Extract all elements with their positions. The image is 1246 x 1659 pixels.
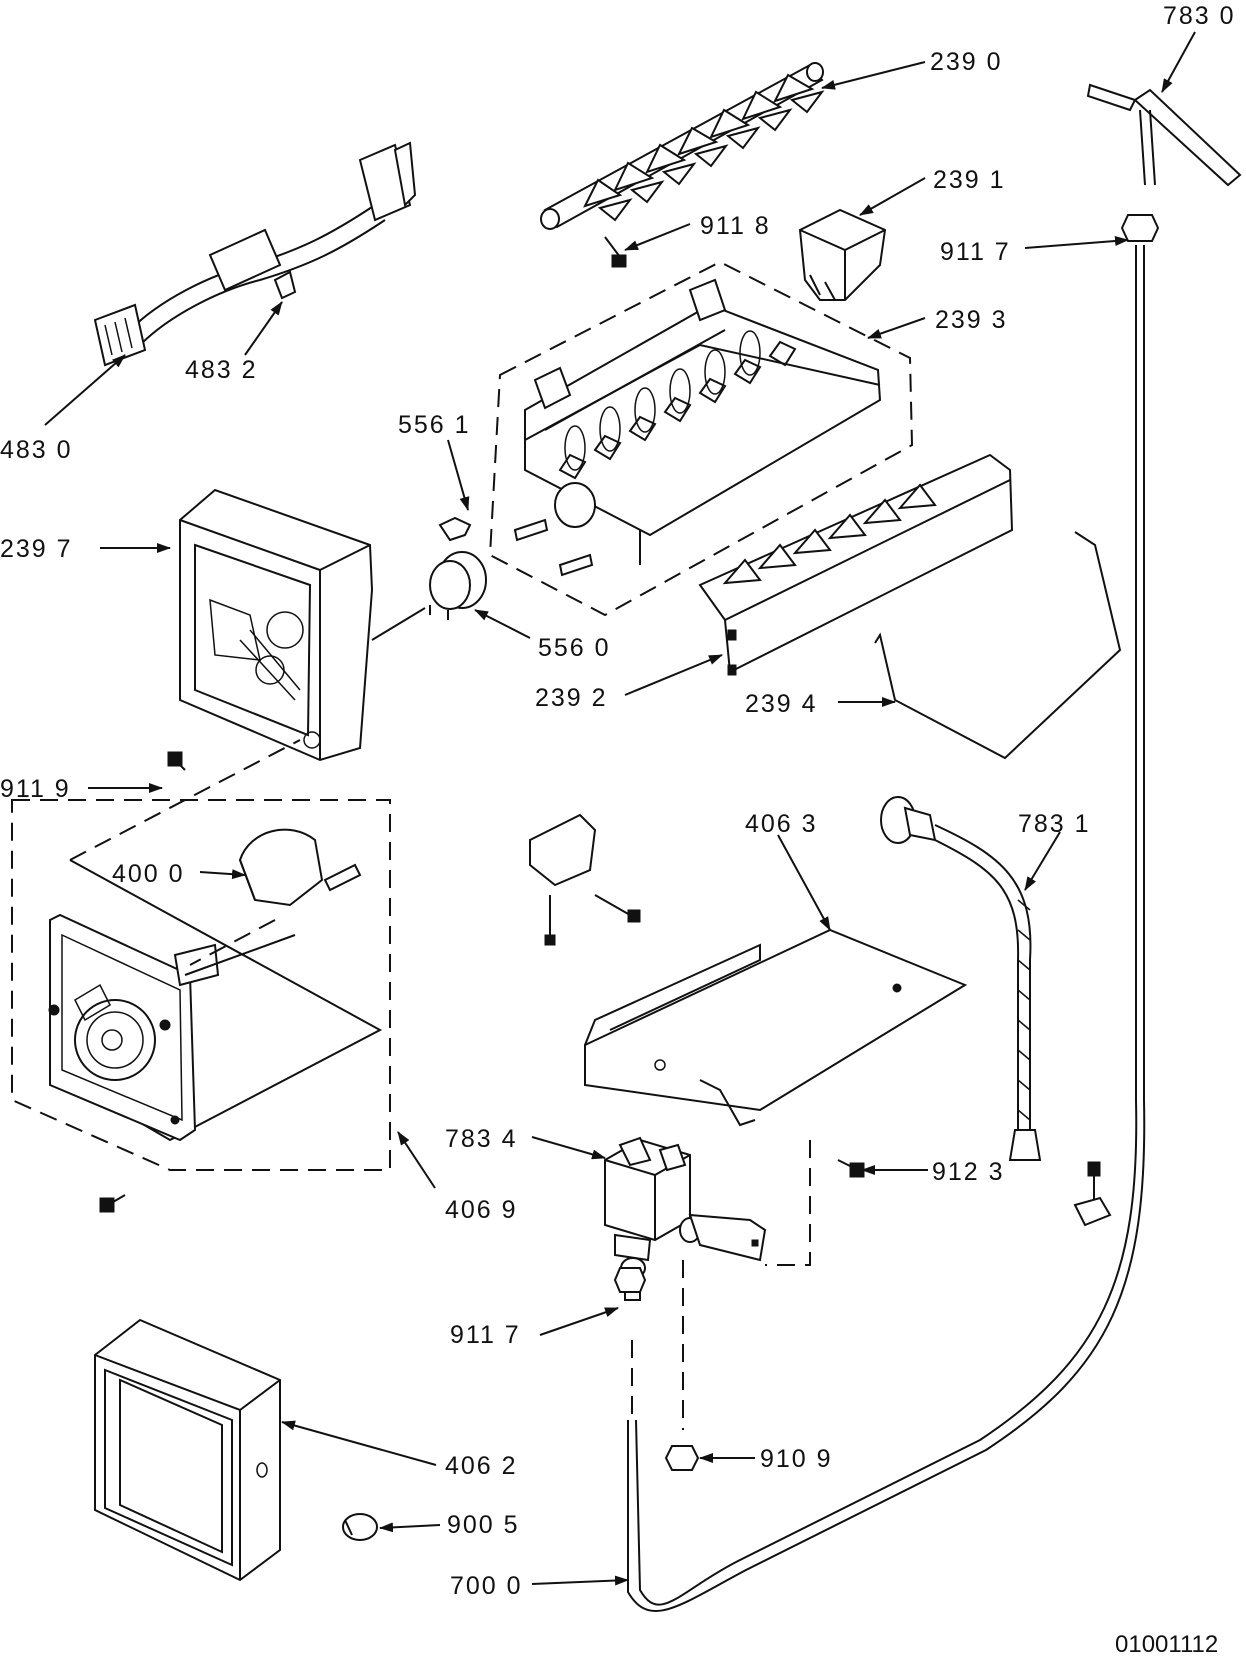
stripper-part: [698, 453, 1014, 676]
part-label-406-9: 406 9: [445, 1196, 518, 1224]
fill-cup-part: [798, 208, 887, 301]
small-cover-part: [529, 813, 597, 887]
part-label-911-8: 911 8: [700, 212, 771, 240]
thermostat-clip-part: [438, 516, 472, 542]
part-label-912-3: 912 3: [932, 1158, 1005, 1186]
motor-part: [238, 828, 362, 907]
part-label-239-3: 239 3: [935, 306, 1008, 334]
part-label-556-0: 556 0: [538, 634, 611, 662]
part-label-239-7: 239 7: [0, 535, 73, 563]
part-label-483-2: 483 2: [185, 356, 258, 384]
part-label-783-0: 783 0: [1163, 2, 1236, 30]
document-id: 01001112: [1115, 1631, 1218, 1658]
water-tubing-part: [627, 245, 1146, 1612]
part-label-911-7-bottom: 911 7: [450, 1321, 521, 1349]
part-label-910-9: 910 9: [760, 1445, 833, 1473]
module-assembly-group: [11, 799, 391, 1171]
thermostat-part: [429, 551, 487, 620]
part-label-239-1: 239 1: [933, 166, 1006, 194]
leader-lines: [44, 31, 1196, 1586]
part-label-911-9: 911 9: [0, 775, 71, 803]
part-label-783-1: 783 1: [1018, 810, 1091, 838]
module-cover-part: [94, 1318, 281, 1582]
cover-plug-part: [342, 1513, 378, 1541]
part-label-239-4: 239 4: [745, 690, 818, 718]
hardware-set: [99, 214, 1160, 1471]
part-label-483-0: 483 0: [0, 436, 73, 464]
part-label-783-4: 783 4: [445, 1125, 518, 1153]
supply-line-part: [880, 796, 1042, 1161]
control-module-housing-part: [179, 488, 374, 762]
part-label-700-0: 700 0: [450, 1572, 523, 1600]
part-label-239-2: 239 2: [535, 684, 608, 712]
ice-mold-part: [488, 260, 914, 617]
shutoff-arm-part: [874, 531, 1122, 760]
part-label-911-7-top: 911 7: [940, 238, 1011, 266]
part-label-406-3: 406 3: [745, 810, 818, 838]
screw-pair-part: [544, 894, 641, 946]
fill-tube-part: [1086, 83, 1242, 187]
ejector-blade-part: [540, 62, 825, 230]
mounting-bracket-part: [584, 928, 968, 1127]
part-label-556-1: 556 1: [398, 411, 471, 439]
part-label-900-5: 900 5: [447, 1511, 520, 1539]
part-label-400-0: 400 0: [112, 860, 185, 888]
wire-harness-part: [93, 141, 417, 367]
part-label-239-0: 239 0: [930, 48, 1003, 76]
part-label-406-2: 406 2: [445, 1452, 518, 1480]
